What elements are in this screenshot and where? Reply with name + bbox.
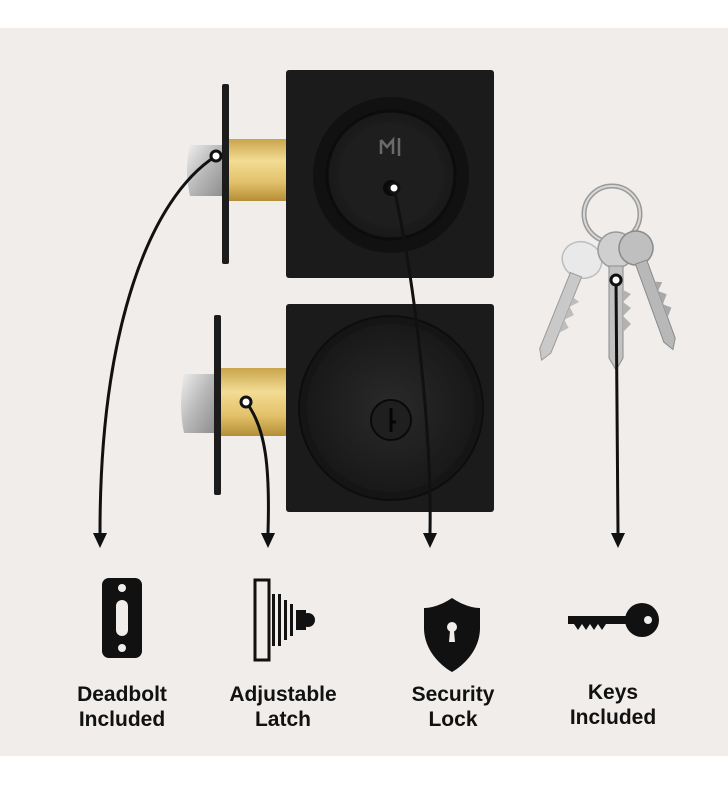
arrow-keys <box>614 279 620 534</box>
shield-keyhole-icon <box>424 598 480 672</box>
feature-label-security-lock: Security Lock <box>411 683 495 731</box>
arrow-keys-origin <box>609 273 623 287</box>
feature-label-deadbolt: Deadbolt Included <box>77 683 167 731</box>
lock-illustration <box>93 70 676 672</box>
keys-illustration <box>539 183 676 371</box>
entry-keyway <box>389 408 396 432</box>
arrow-deadbolt <box>98 154 217 534</box>
adjustable-latch-icon <box>253 578 315 662</box>
brand-logo-mark <box>379 136 401 156</box>
arrowhead-keys <box>611 533 625 548</box>
deadbolt-assembly <box>187 70 494 278</box>
arrowhead-security <box>423 533 437 548</box>
arrow-deadbolt-origin <box>209 149 223 163</box>
latch-brass-bolt <box>221 368 287 436</box>
arrow-security <box>392 187 432 534</box>
feature-label-keys: Keys Included <box>569 681 657 729</box>
entry-lock-assembly <box>181 304 494 512</box>
arrow-security-origin <box>387 181 401 195</box>
key-icon <box>568 603 659 637</box>
deadbolt-cylinder-face <box>339 123 443 227</box>
latch-faceplate <box>214 315 221 495</box>
deadbolt-brass-bolt <box>229 139 289 201</box>
arrowhead-latch <box>261 533 275 548</box>
latch-tip <box>181 374 214 433</box>
callout-arrows <box>98 154 620 534</box>
deadbolt-faceplate <box>222 84 229 264</box>
arrowhead-deadbolt <box>93 533 107 548</box>
deadbolt-icon <box>102 578 142 658</box>
arrow-latch-origin <box>239 395 253 409</box>
feature-label-adjustable-latch: Adjustable Latch <box>229 683 337 731</box>
product-infographic: Deadbolt Included Adjustable Latch Secur… <box>0 28 728 756</box>
arrow-latch <box>244 401 270 534</box>
